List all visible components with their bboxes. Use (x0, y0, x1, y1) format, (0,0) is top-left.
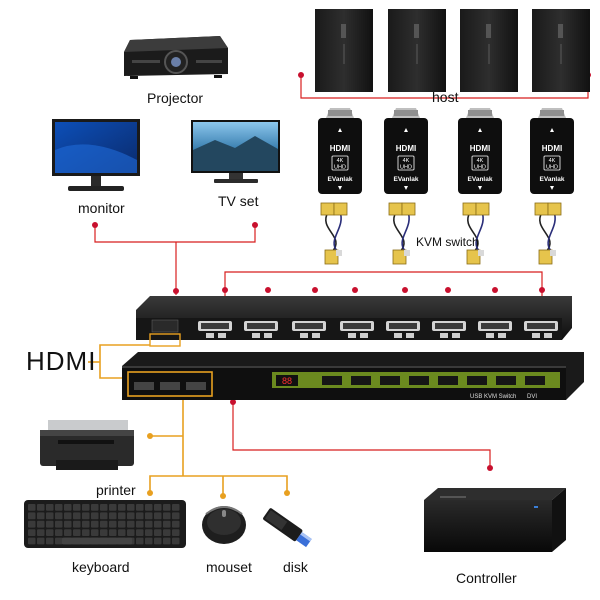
controller-label: Controller (456, 570, 517, 586)
projector-label: Projector (147, 90, 204, 106)
adapter-logo: HDMI (470, 144, 490, 153)
keyboard-keys (28, 504, 180, 545)
adapter-res-top: 4K (477, 158, 484, 164)
kvm-port-1 (198, 321, 232, 338)
adapter-logo: HDMI (542, 144, 562, 153)
wires-orange (88, 344, 288, 496)
kvm-port-6 (432, 321, 466, 338)
kvm-select-button-3 (380, 376, 400, 385)
kvm-switch-rear (136, 296, 572, 340)
adapter-brand: EVanlak (468, 176, 493, 183)
host-label: host (432, 89, 459, 105)
controller-device (424, 488, 566, 552)
kvm-port-2 (244, 321, 278, 338)
vga-cable-1 (320, 202, 348, 265)
vga-cables (320, 202, 562, 265)
adapter-res-top: 4K (549, 158, 556, 164)
kvm-port-4 (340, 321, 374, 338)
adapter-res-bottom: UHD (474, 165, 486, 171)
adapter-logo: HDMI (330, 144, 350, 153)
projector-device (124, 36, 228, 79)
kvm-select-button-7 (496, 376, 516, 385)
monitor-label: monitor (78, 200, 125, 216)
kvm-select-button-4 (409, 376, 429, 385)
kvm-input-bus (224, 271, 543, 296)
printer-label: printer (96, 482, 136, 498)
kvm-display: 88 (282, 376, 292, 386)
adapter-res-bottom: UHD (400, 165, 412, 171)
monitor-device (52, 119, 140, 191)
kvm-port-8 (524, 321, 558, 338)
hdmi-ports-highlight (127, 371, 213, 397)
vga-cable-2 (388, 202, 416, 265)
host-pc-1 (315, 9, 373, 92)
tv-device (191, 120, 280, 183)
controller-wire (232, 402, 491, 468)
mouse-device (202, 506, 246, 544)
adapter-res-top: 4K (403, 158, 410, 164)
keyboard-label: keyboard (72, 559, 130, 575)
tv-set-label: TV set (218, 193, 259, 209)
adapter-brand: EVanlak (540, 176, 565, 183)
kvm-port-3 (292, 321, 326, 338)
kvm-select-button-2 (351, 376, 371, 385)
peripheral-bus-wire (149, 475, 288, 493)
kvm-front-buttons (322, 376, 545, 385)
host-pc-3 (460, 9, 518, 92)
display-bracket-wire (94, 225, 256, 243)
disk-label: disk (283, 559, 308, 575)
printer-device (40, 420, 134, 470)
keyboard-device (24, 500, 186, 548)
usb-disk-device (263, 508, 312, 548)
vga-cable-3 (462, 202, 490, 265)
adapter-res-top: 4K (337, 158, 344, 164)
host-pc-4 (532, 9, 590, 92)
adapter-brand: EVanlak (328, 176, 353, 183)
kvm-select-button-5 (438, 376, 458, 385)
kvm-rear-ports (151, 319, 558, 338)
adapter-brand: EVanlak (394, 176, 419, 183)
kvm-front-label: USB KVM Switch (470, 394, 516, 400)
mouse-label: mouset (206, 559, 252, 575)
kvm-switch-front: 88 USB KVM Switch DVI (122, 352, 584, 400)
kvm-switch-label: KVM switch (416, 235, 479, 249)
adapter-res-bottom: UHD (546, 165, 558, 171)
adapter-logo: HDMI (396, 144, 416, 153)
vga-cable-4 (534, 202, 562, 265)
rear-hdmi-highlight (149, 333, 181, 347)
host-pcs (315, 9, 590, 92)
hdmi-label: HDMI (26, 346, 97, 376)
kvm-port-7 (478, 321, 512, 338)
adapter-res-bottom: UHD (334, 165, 346, 171)
host-pc-2 (388, 9, 446, 92)
kvm-select-button-6 (467, 376, 487, 385)
kvm-select-button-1 (322, 376, 342, 385)
kvm-front-sub: DVI (527, 394, 537, 400)
kvm-select-button-8 (525, 376, 545, 385)
kvm-port-5 (386, 321, 420, 338)
hdmi-adapters: HDMI4KUHDEVanlakHDMI4KUHDEVanlakHDMI4KUH… (318, 108, 574, 194)
